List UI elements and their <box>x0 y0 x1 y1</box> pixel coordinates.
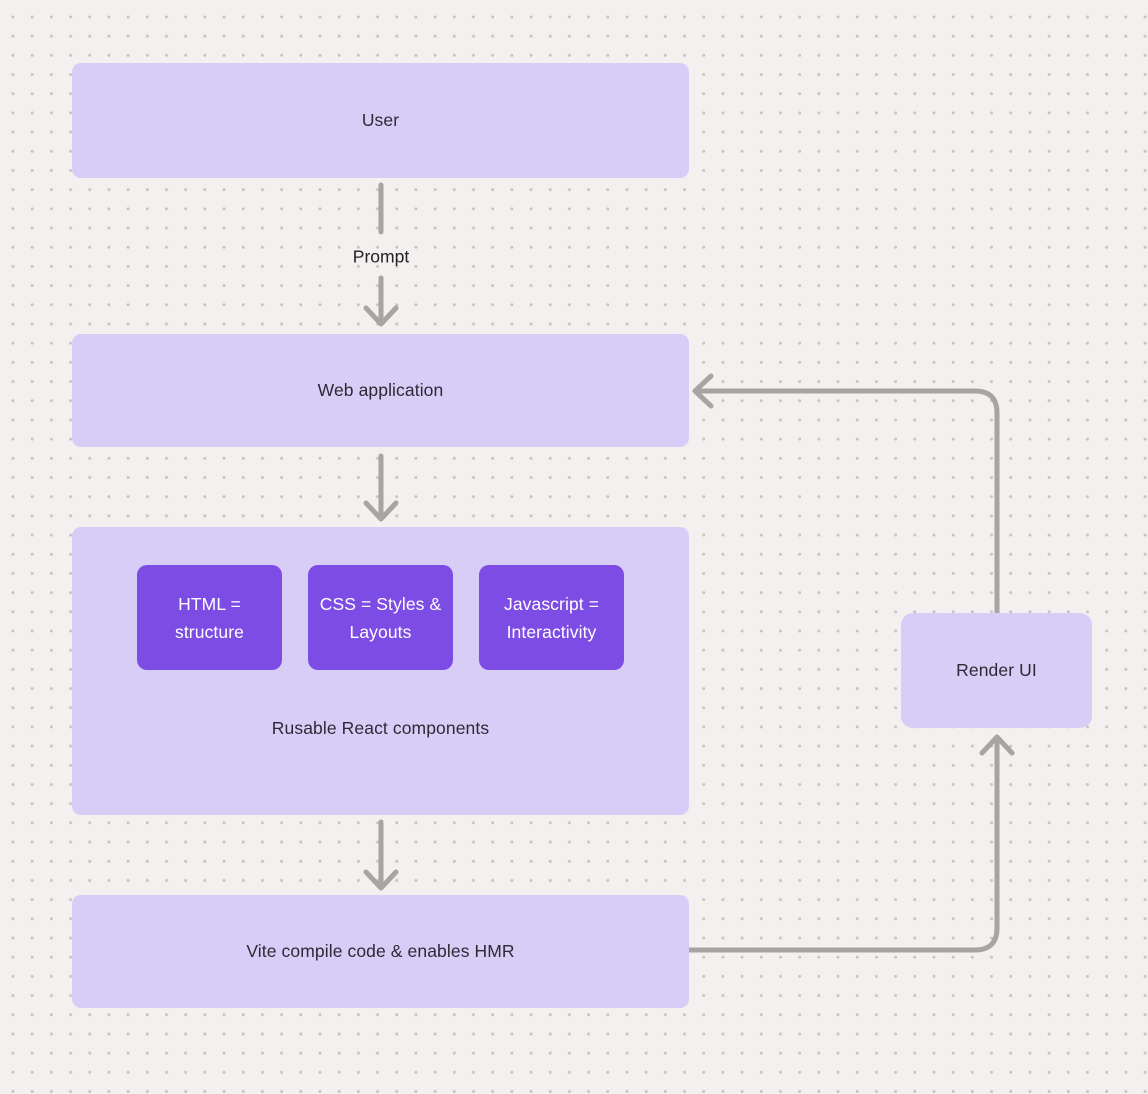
node-vite: Vite compile code & enables HMR <box>72 895 689 1008</box>
arrow-webapp-to-group-head <box>363 500 399 522</box>
node-render-ui: Render UI <box>901 613 1092 728</box>
component-css: CSS = Styles & Layouts <box>308 565 453 670</box>
arrow-vite-to-render-head <box>979 734 1015 756</box>
components-group-caption: Rusable React components <box>271 718 490 738</box>
arrow-vite-to-render-line <box>686 739 1000 953</box>
component-javascript-label: Javascript = Interactivity <box>503 593 600 642</box>
component-css-label: CSS = Styles & Layouts <box>319 593 442 642</box>
node-vite-label: Vite compile code & enables HMR <box>246 941 515 961</box>
arrow-render-to-webapp-line <box>697 388 1000 616</box>
node-web-application-label: Web application <box>317 380 444 400</box>
arrow-group-to-vite-head <box>363 869 399 891</box>
component-html: HTML = structure <box>137 565 282 670</box>
node-components-group: HTML = structure CSS = Styles & Layouts … <box>72 527 689 815</box>
node-web-application: Web application <box>72 334 689 447</box>
arrow-render-to-webapp-head <box>692 373 714 409</box>
component-html-label: HTML = structure <box>175 593 244 642</box>
edge-label-prompt: Prompt <box>352 246 410 267</box>
node-user: User <box>72 63 689 178</box>
component-javascript: Javascript = Interactivity <box>479 565 624 670</box>
arrow-user-to-webapp-head <box>363 305 399 327</box>
node-user-label: User <box>361 110 400 130</box>
components-row: HTML = structure CSS = Styles & Layouts … <box>137 565 624 670</box>
node-render-ui-label: Render UI <box>956 660 1037 680</box>
